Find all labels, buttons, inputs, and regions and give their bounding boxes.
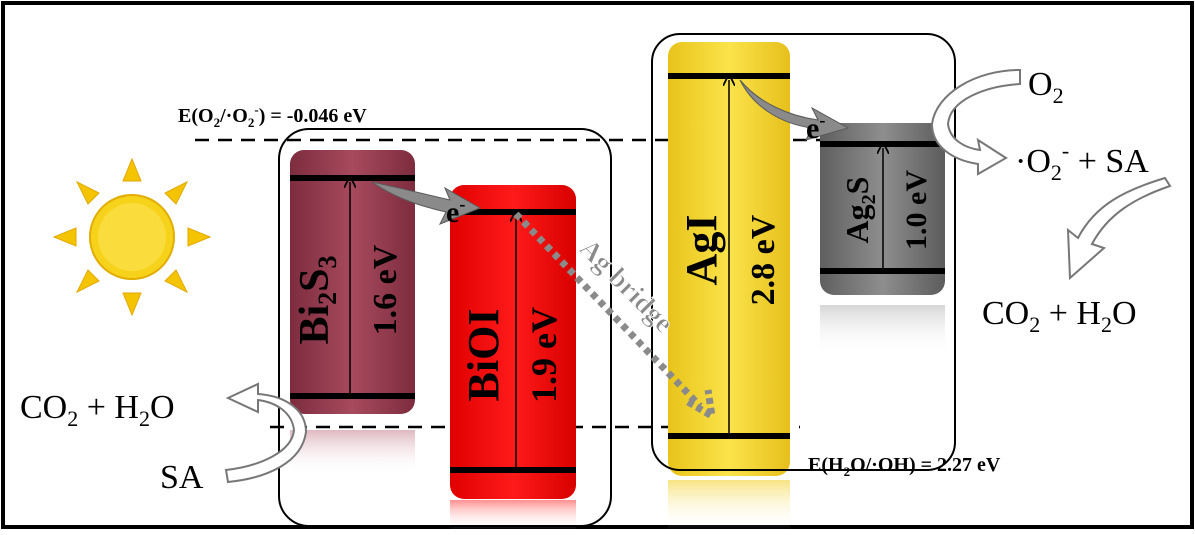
h2o-potential-label: E(H2O/·OH) = 2.27 eV	[808, 454, 1001, 479]
degradation-arrow-right	[1068, 178, 1170, 278]
bioi-label: BiOI	[459, 309, 508, 402]
agi-reflection	[668, 480, 790, 530]
superoxide-label: ·O2- + SA	[1015, 138, 1149, 185]
products-right: CO2 + H2O	[982, 295, 1137, 337]
ag2s-reflection	[820, 305, 945, 355]
bi2s3-reflection	[290, 430, 415, 475]
o2-potential-label: E(O2/·O2-) = -0.046 eV	[178, 102, 367, 130]
ag2s-gap: 1.0 eV	[900, 170, 933, 250]
bi2s3-gap: 1.6 eV	[367, 244, 404, 335]
bioi-gap: 1.9 eV	[524, 307, 564, 403]
o2-reactant: O2	[1028, 66, 1064, 108]
ag2s-label: Ag2S	[839, 177, 880, 244]
sa-left-label: SA	[160, 459, 204, 496]
sun-icon	[54, 159, 210, 315]
agi-label: AgI	[677, 215, 726, 286]
agi-gap: 2.8 eV	[745, 214, 782, 305]
products-left: CO2 + H2O	[20, 389, 175, 431]
o2-reduction-arrow	[932, 70, 1020, 174]
